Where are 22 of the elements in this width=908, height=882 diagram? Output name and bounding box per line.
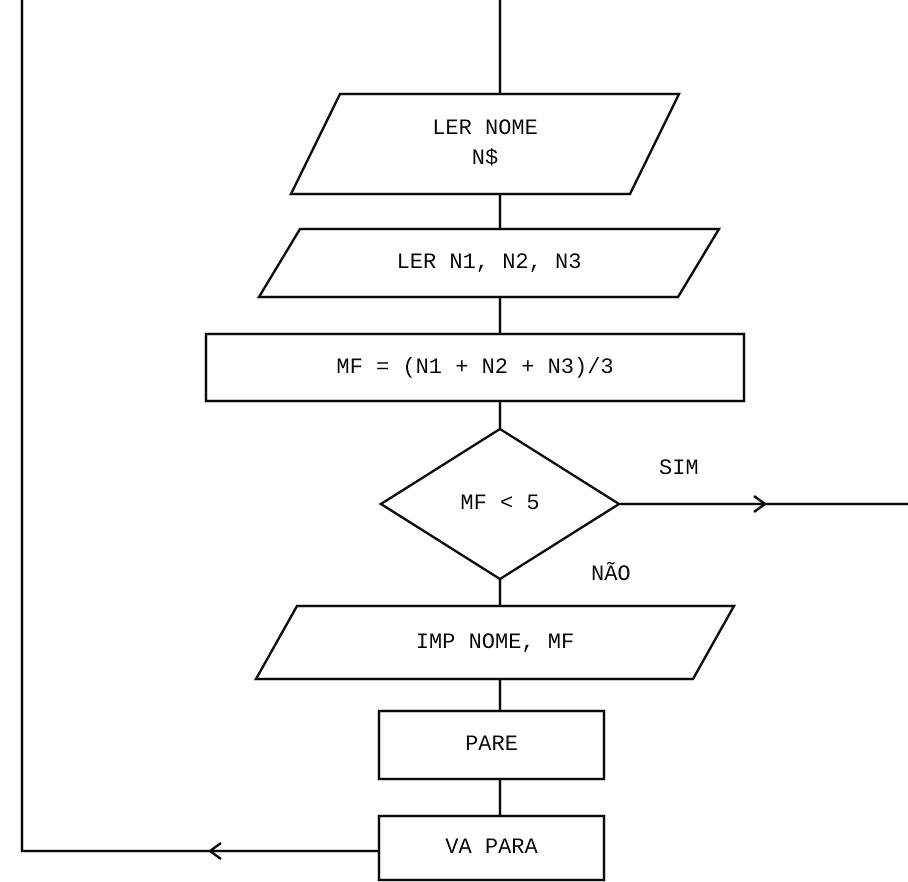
io-parallelogram <box>255 605 735 680</box>
connector-line <box>498 298 502 333</box>
node-text: LER NOME N$ <box>431 115 539 173</box>
connector-line <box>498 195 502 228</box>
node-text: MF = (N1 + N2 + N3)/3 <box>335 354 615 382</box>
connector-line <box>208 842 378 860</box>
node-text: VA PARA <box>444 834 539 862</box>
connector-line <box>498 780 502 815</box>
process-box <box>378 710 605 780</box>
connector-line <box>620 494 766 514</box>
node-text: MF < 5 <box>459 490 541 518</box>
io-parallelogram <box>290 93 680 195</box>
node-text: LER N1, N2, N3 <box>396 249 582 277</box>
process-box <box>205 333 745 402</box>
connector-line <box>498 680 502 710</box>
connector-line <box>498 580 502 605</box>
node-text: PARE <box>464 731 519 759</box>
connector-line <box>498 0 502 93</box>
connector-line <box>498 402 502 428</box>
node-text: IMP NOME, MF <box>414 628 576 656</box>
process-box <box>378 815 605 881</box>
io-parallelogram <box>258 228 720 298</box>
